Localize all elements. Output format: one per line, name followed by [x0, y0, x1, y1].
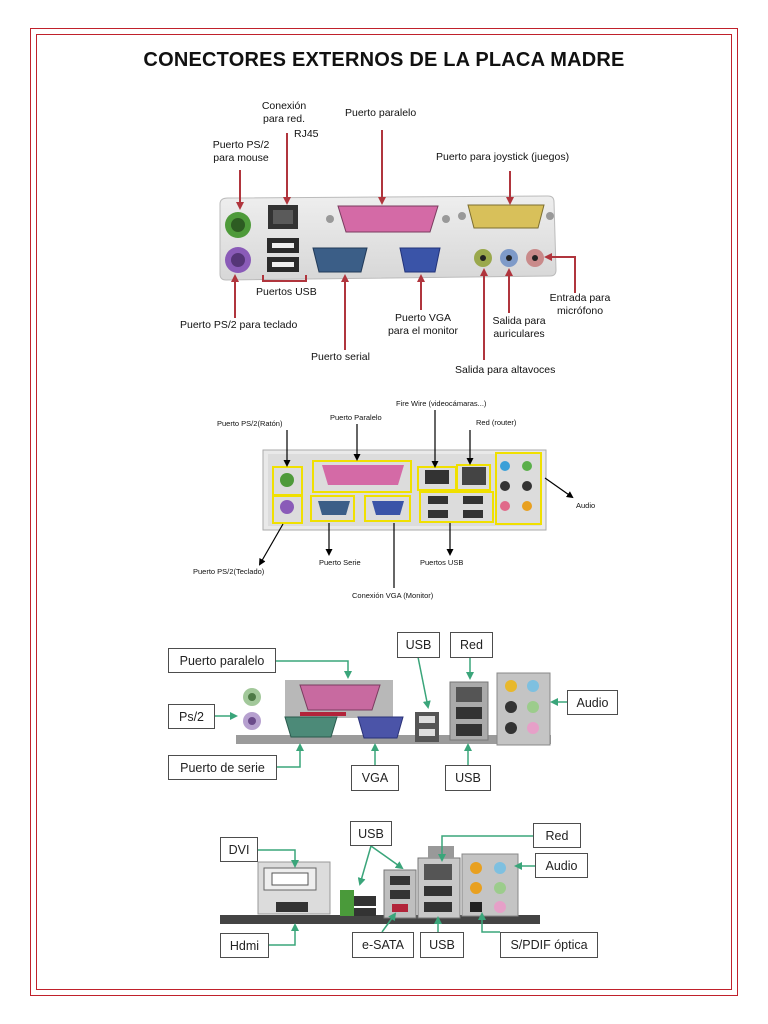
- box-dvi: DVI: [220, 837, 258, 862]
- label-firewire: Fire Wire (videocámaras...): [396, 399, 487, 408]
- box-serial-port: Puerto de serie: [168, 755, 277, 780]
- box-usb-top: USB: [397, 632, 440, 658]
- box-usb-bottom: USB: [445, 765, 491, 791]
- label-ps2-keyboard-2: Puerto PS/2(Teclado): [193, 567, 265, 576]
- label-network-router: Red (router): [476, 418, 517, 427]
- label-network-connection: Conexión para red.: [261, 100, 307, 125]
- box-ps2: Ps/2: [168, 704, 215, 729]
- box-audio: Audio: [567, 690, 618, 715]
- label-serial-port: Puerto serial: [311, 351, 370, 363]
- label-headphones-out: Salida para auriculares: [492, 315, 546, 340]
- io-panel-photo-4: [220, 846, 540, 924]
- box-network: Red: [450, 632, 493, 658]
- label-vga-port: Puerto VGA para el monitor: [387, 312, 459, 337]
- label-mic-in: Entrada para micrófono: [549, 292, 611, 317]
- box-hdmi: Hdmi: [220, 933, 269, 958]
- label-audio-2: Audio: [576, 501, 596, 510]
- box-audio-2: Audio: [535, 853, 588, 878]
- label-parallel-port: Puerto paralelo: [345, 107, 417, 119]
- io-panel-photo-3: [236, 672, 551, 746]
- box-spdif-optical: S/PDIF óptica: [500, 932, 598, 958]
- io-panel-photo-1: [219, 195, 557, 281]
- label-serial-port-2: Puerto Serie: [319, 558, 361, 567]
- label-vga-connection-2: Conexión VGA (Monitor): [352, 591, 434, 600]
- box-vga: VGA: [351, 765, 399, 791]
- box-esata: e-SATA: [352, 932, 414, 958]
- box-usb-bottom-2: USB: [420, 932, 464, 958]
- box-network-2: Red: [533, 823, 581, 848]
- box-usb-top-2: USB: [350, 821, 392, 846]
- label-joystick-port: Puerto para joystick (juegos): [436, 151, 570, 163]
- label-ps2-keyboard: Puerto PS/2 para teclado: [180, 319, 298, 331]
- label-parallel-port-2: Puerto Paralelo: [330, 413, 382, 422]
- label-usb-ports-2: Puertos USB: [420, 558, 464, 567]
- label-rj45: RJ45: [294, 128, 319, 140]
- label-usb-ports: Puertos USB: [256, 286, 317, 298]
- box-parallel-port: Puerto paralelo: [168, 648, 276, 673]
- label-speakers-out: Salida para altavoces: [455, 364, 556, 376]
- label-ps2-mouse-2: Puerto PS/2(Ratón): [217, 419, 283, 428]
- page-title: CONECTORES EXTERNOS DE LA PLACA MADRE: [143, 49, 625, 71]
- label-ps2-mouse: Puerto PS/2 para mouse: [212, 139, 270, 164]
